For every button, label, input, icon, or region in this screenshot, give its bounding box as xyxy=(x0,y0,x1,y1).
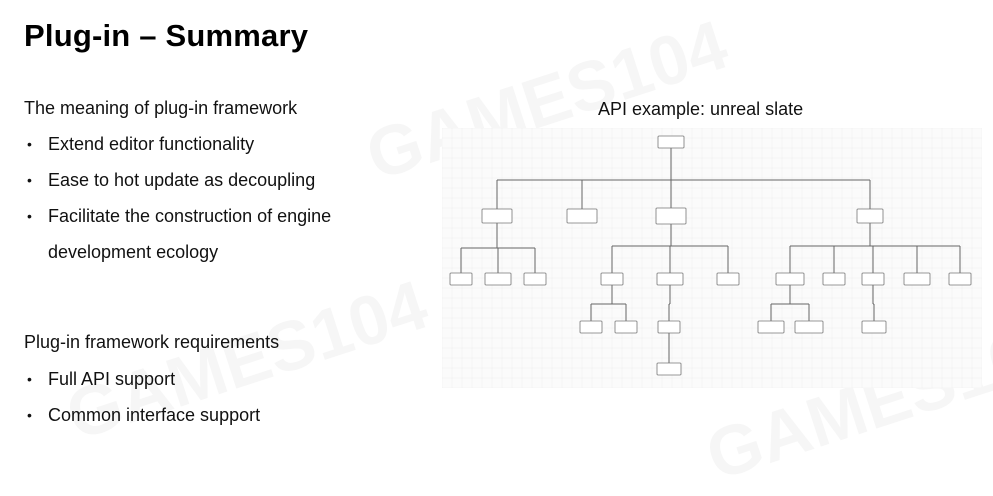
bullet-dot: • xyxy=(27,208,32,224)
class-node xyxy=(822,272,846,286)
class-node xyxy=(716,272,740,286)
diagram-caption: API example: unreal slate xyxy=(598,99,804,119)
class-node xyxy=(775,272,805,286)
class-node xyxy=(579,320,603,334)
bullet-item: • Extend editor functionality xyxy=(24,126,331,162)
class-node xyxy=(566,208,598,224)
section-heading-meaning: The meaning of plug-in framework xyxy=(24,98,298,118)
class-node xyxy=(614,320,638,334)
class-node xyxy=(657,320,681,334)
class-node xyxy=(655,207,687,225)
class-node xyxy=(656,272,684,286)
bullet-dot: • xyxy=(27,172,32,188)
class-node xyxy=(449,272,473,286)
bullet-text: Extend editor functionality xyxy=(48,134,255,154)
class-node xyxy=(657,135,685,149)
section-heading-requirements: Plug-in framework requirements xyxy=(24,332,280,352)
bullet-item: • Facilitate the construction of engine … xyxy=(24,198,331,270)
slide-title: Plug-in – Summary xyxy=(24,18,309,53)
bullet-item: • Ease to hot update as decoupling xyxy=(24,162,331,198)
bullet-text: Facilitate the construction of engine xyxy=(48,206,332,226)
class-hierarchy-svg xyxy=(442,128,982,388)
class-node xyxy=(656,362,682,376)
class-node xyxy=(856,208,884,224)
class-node xyxy=(481,208,513,224)
bullet-text: Ease to hot update as decoupling xyxy=(48,170,316,190)
bullet-text: Full API support xyxy=(48,369,176,389)
meaning-bullet-list: • Extend editor functionality • Ease to … xyxy=(24,126,331,270)
class-node xyxy=(794,320,824,334)
bullet-text: Common interface support xyxy=(48,405,261,425)
class-node xyxy=(484,272,512,286)
bullet-dot: • xyxy=(27,136,32,152)
class-node xyxy=(757,320,785,334)
class-node xyxy=(948,272,972,286)
bullet-item: • Common interface support xyxy=(24,397,260,433)
class-node xyxy=(861,320,887,334)
bullet-item: • Full API support xyxy=(24,361,260,397)
class-node xyxy=(523,272,547,286)
bullet-dot: • xyxy=(27,371,32,387)
bullet-dot: • xyxy=(27,407,32,423)
bullet-text-continued: development ecology xyxy=(48,242,219,262)
class-node xyxy=(861,272,885,286)
class-node xyxy=(600,272,624,286)
requirements-bullet-list: • Full API support • Common interface su… xyxy=(24,361,260,433)
class-node xyxy=(903,272,931,286)
class-hierarchy-diagram xyxy=(442,128,982,388)
